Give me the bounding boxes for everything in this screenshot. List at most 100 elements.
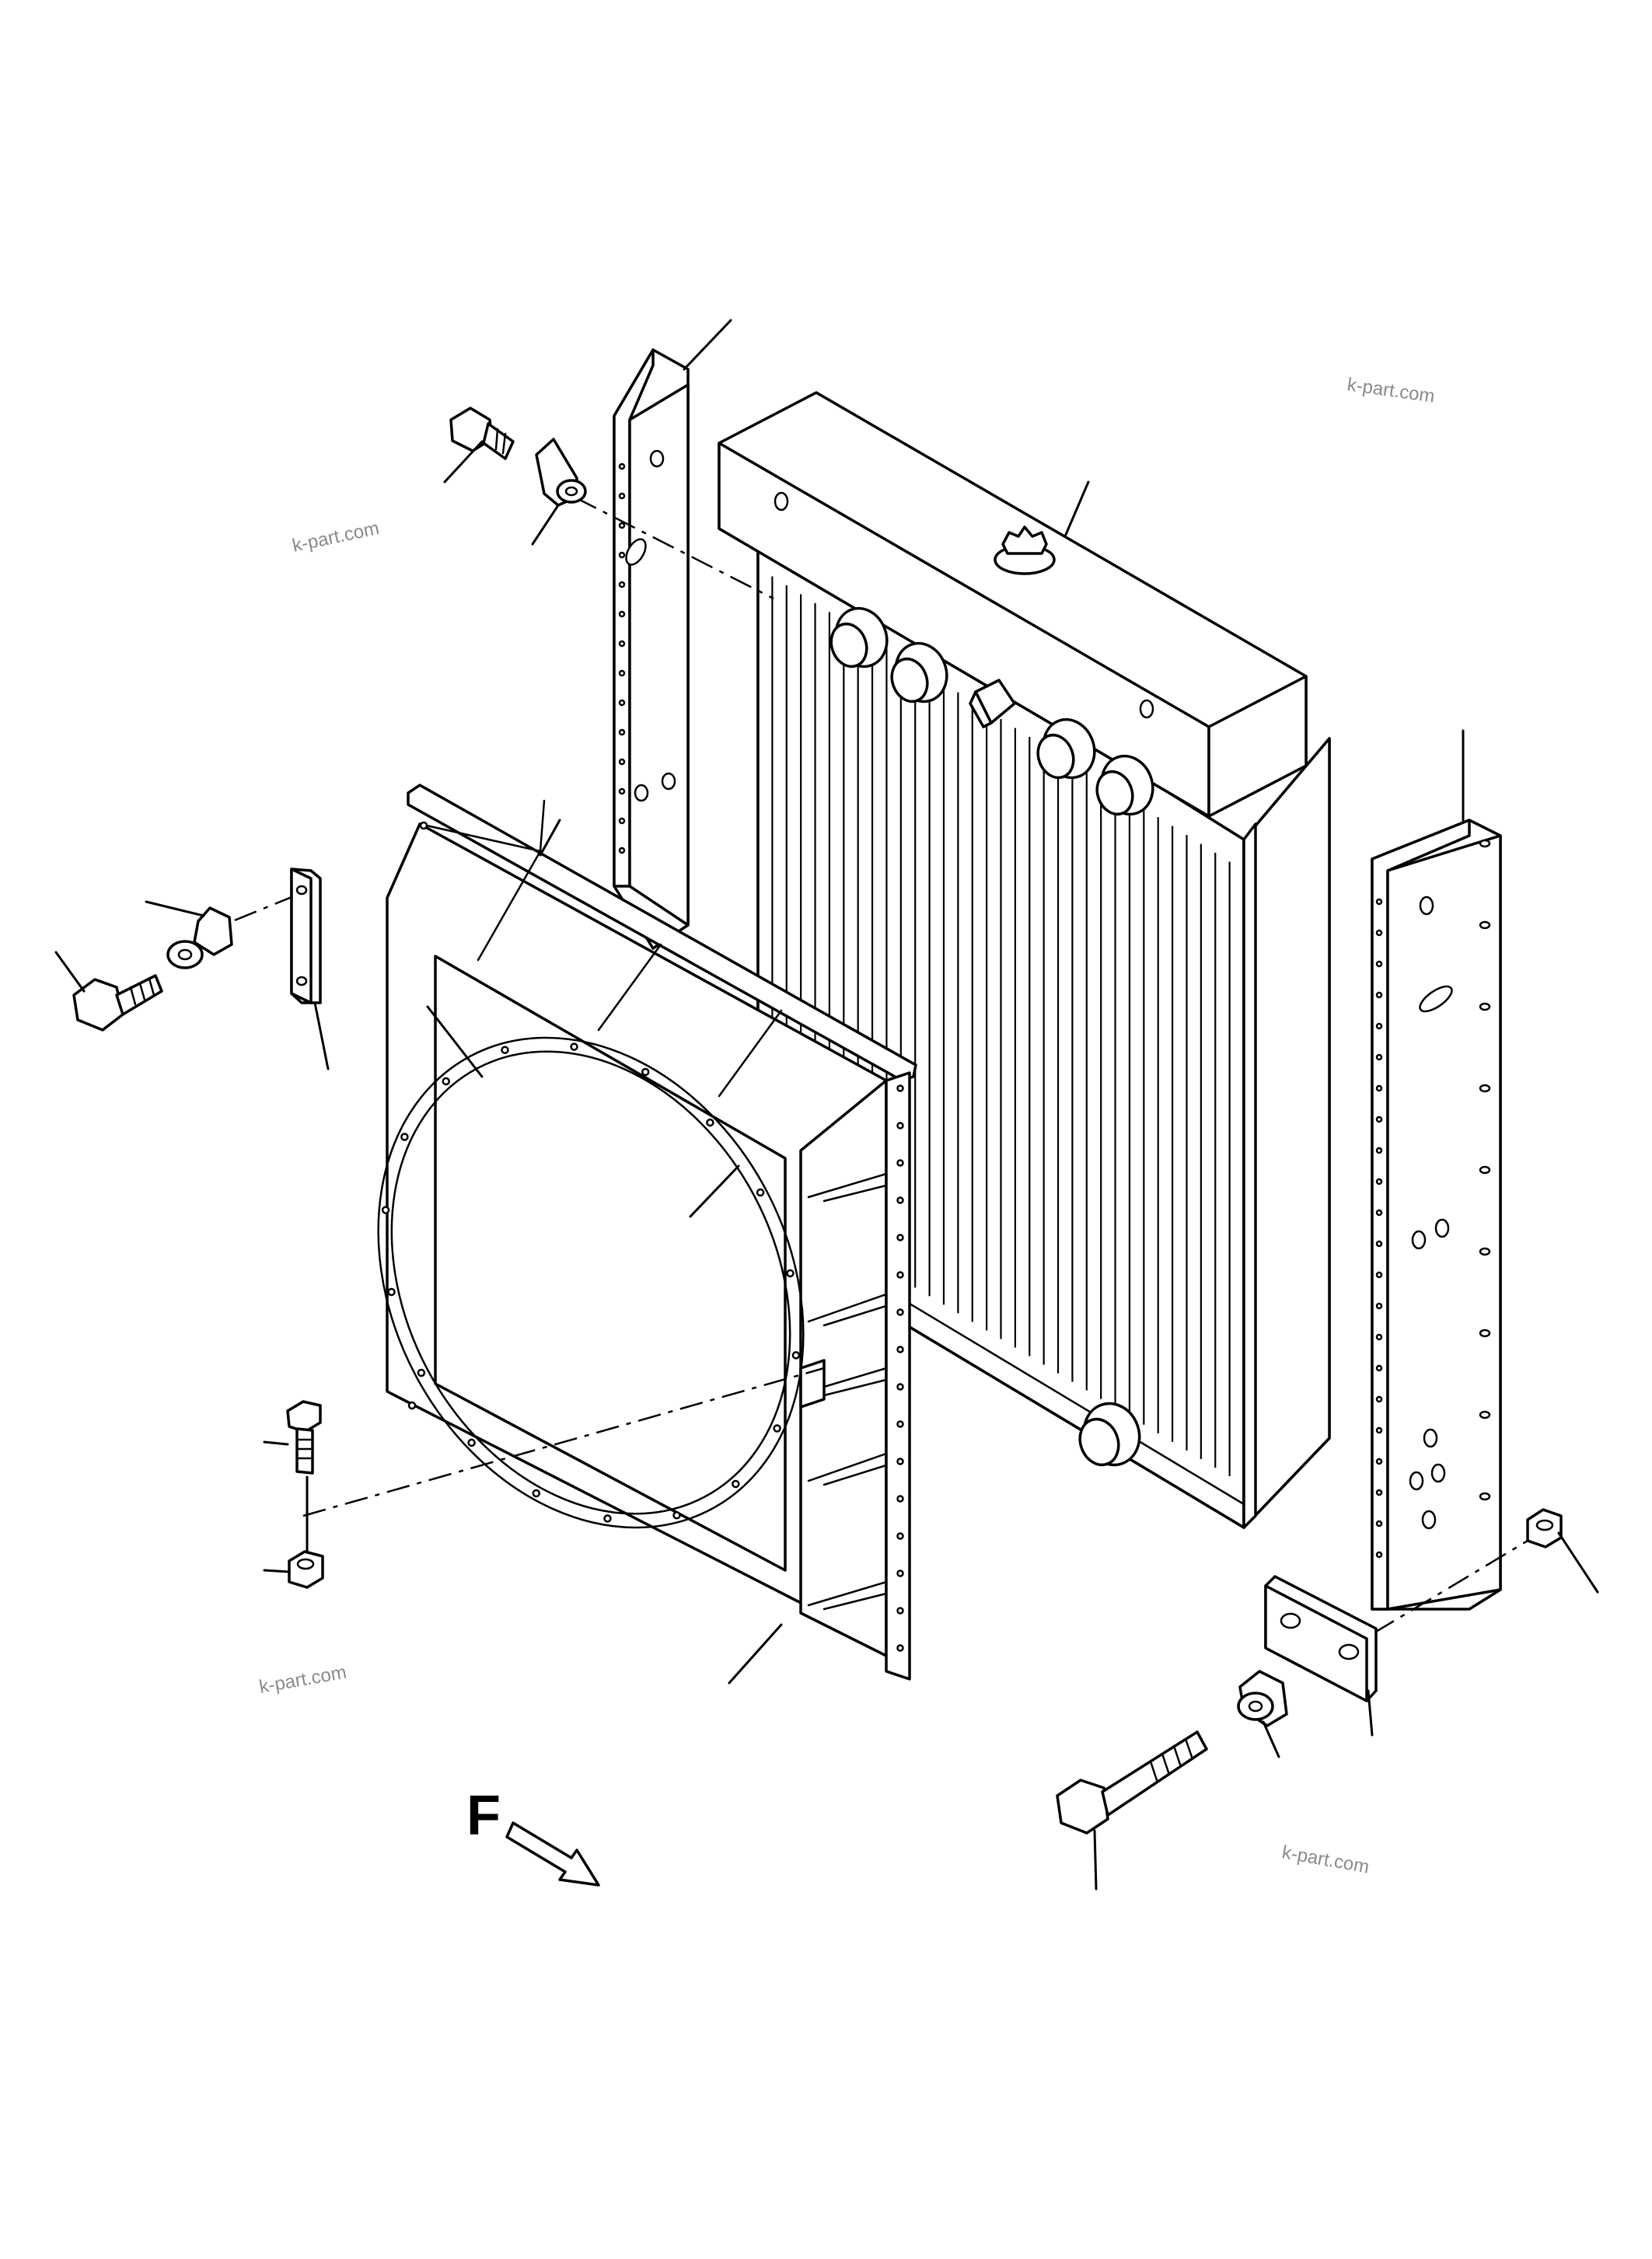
fan-ring-hole	[467, 1438, 476, 1447]
bracket-hole	[618, 492, 626, 500]
left-mounting-bracket	[613, 348, 690, 950]
bracket-hole	[1375, 1147, 1383, 1154]
shroud-hole	[896, 1420, 904, 1428]
right-mounting-bracket	[1371, 819, 1502, 1611]
shroud-hole	[896, 1458, 904, 1465]
bracket-hole	[1375, 1395, 1383, 1403]
front-direction-indicator: F	[466, 1785, 600, 1887]
direction-label: F	[466, 1785, 501, 1847]
bracket-hole	[618, 787, 626, 795]
shroud-hole	[896, 1122, 904, 1130]
radiator-cap-icon	[994, 525, 1056, 575]
bracket-hole	[1375, 1240, 1383, 1248]
bracket-slot	[1479, 1002, 1491, 1011]
bracket-hole	[1375, 1364, 1383, 1372]
fan-ring-hole	[756, 1188, 765, 1197]
bracket-hole	[618, 728, 626, 736]
radiator-top-tank	[718, 391, 1308, 818]
bracket-slot	[1479, 1410, 1491, 1419]
long-bolt-bottom-right-icon	[1056, 1730, 1208, 1835]
nut-bottom-left-icon	[288, 1550, 324, 1589]
fan-ring-hole	[400, 1133, 409, 1141]
bracket-hole	[618, 758, 626, 766]
shroud-hole	[896, 1271, 904, 1279]
fan-ring-hole	[381, 1206, 390, 1214]
bracket-hole	[618, 817, 626, 825]
bracket-hole	[1375, 1551, 1383, 1559]
bolt-bottom-left-icon	[286, 1400, 322, 1475]
fan-ring-hole	[442, 1077, 450, 1086]
bolt-left-icon	[72, 974, 163, 1032]
bracket-hole	[618, 581, 626, 588]
bracket-hole	[1375, 1209, 1383, 1217]
shroud-hole	[896, 1644, 904, 1652]
fan-ring-hole	[786, 1269, 795, 1278]
bracket-hole	[1375, 960, 1383, 968]
bracket-hole	[1375, 1333, 1383, 1341]
bracket-slot	[1479, 920, 1491, 930]
part-leader-lines	[54, 319, 1599, 1891]
shroud-hole	[896, 1607, 904, 1615]
nut-bottom-right-icon	[1526, 1508, 1563, 1548]
fan-shroud	[386, 784, 917, 1681]
shroud-hole	[896, 1495, 904, 1503]
bracket-hole	[618, 463, 626, 470]
bracket-hole	[1375, 1084, 1383, 1092]
front-direction-arrow-icon	[505, 1821, 600, 1887]
lock-washer-top-left-icon	[535, 438, 587, 507]
bracket-hole	[1375, 929, 1383, 937]
bracket-hole	[1375, 1271, 1383, 1279]
shroud-hole	[896, 1159, 904, 1167]
watermark-bottom-right: k-part.com	[1280, 1842, 1371, 1877]
shroud-hole	[419, 821, 428, 830]
bracket-hole	[1375, 1053, 1383, 1061]
bracket-slot	[1479, 1165, 1491, 1175]
bracket-slot	[1479, 1084, 1491, 1093]
bracket-hole	[618, 669, 626, 677]
bracket-hole	[618, 699, 626, 707]
bracket-hole	[1375, 1426, 1383, 1434]
bracket-hole	[1375, 1116, 1383, 1123]
shroud-hole	[407, 1401, 417, 1410]
shroud-hole	[896, 1383, 904, 1391]
bolt-top-left-icon	[449, 407, 515, 460]
fan-ring-hole	[773, 1424, 781, 1433]
bracket-hole	[1375, 1520, 1383, 1528]
lock-washer-left-icon	[166, 906, 233, 969]
watermark-top-right: k-part.com	[1346, 374, 1436, 407]
bracket-hole	[1375, 898, 1383, 906]
fan-ring-hole	[672, 1511, 681, 1520]
bracket-hole	[1375, 1458, 1383, 1465]
bracket-slot	[1479, 1329, 1491, 1338]
fan-ring-hole	[532, 1489, 541, 1498]
bracket-hole	[618, 610, 626, 618]
fan-ring-hole	[501, 1046, 509, 1054]
bracket-hole	[1375, 991, 1383, 999]
spacer-plate-left-icon	[290, 868, 322, 1004]
fan-ring-hole	[417, 1368, 426, 1377]
bracket-hole	[618, 640, 626, 648]
lock-washer-bottom-right-icon	[1237, 1670, 1288, 1727]
fan-ring-hole	[791, 1351, 801, 1360]
watermark-top-left: k-part.com	[291, 518, 381, 557]
bracket-hole	[618, 522, 626, 529]
bracket-hole	[1375, 1302, 1383, 1310]
bracket-hole	[1375, 1489, 1383, 1496]
radiator-hose-fittings	[829, 606, 1154, 1467]
shroud-hole	[896, 1196, 904, 1204]
fan-ring-hole	[706, 1118, 714, 1127]
shroud-hole	[896, 1308, 904, 1316]
spacer-plate-bottom-right-icon	[1264, 1575, 1378, 1702]
fan-ring-hole	[570, 1042, 578, 1051]
fan-ring-hole	[732, 1479, 740, 1489]
shroud-hole	[896, 1532, 904, 1540]
bracket-slot	[1479, 1492, 1491, 1501]
bracket-hole	[618, 847, 626, 854]
fan-ring-hole	[603, 1514, 612, 1523]
shroud-hole	[896, 1569, 904, 1577]
bracket-hole	[618, 551, 626, 559]
bracket-slot	[1479, 1247, 1491, 1256]
bracket-hole	[1375, 1022, 1383, 1030]
shroud-hole	[896, 1234, 904, 1241]
